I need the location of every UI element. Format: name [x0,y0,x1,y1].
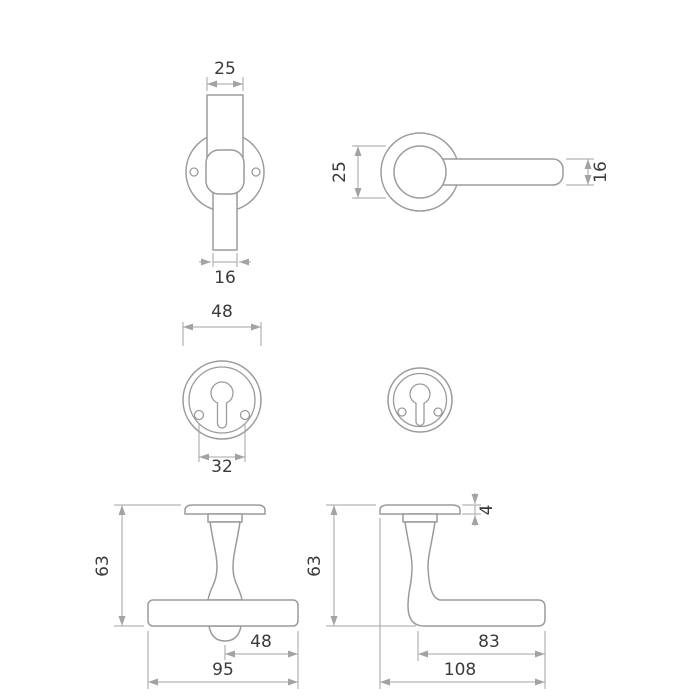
grip-bar [147,599,299,627]
dimension-label: 63 [93,555,113,577]
lever-handle-side-view: 4 63 83 108 [305,493,546,689]
neck-collar [207,513,243,523]
escutcheon-small-view [387,367,453,433]
dimension-label: 48 [250,632,272,652]
dimension-32-fixing-distance: 32 [198,423,246,477]
screw-hole [189,167,199,177]
grip-upper-bar [206,94,244,158]
dimension-16-stem-width: 16 [199,253,251,288]
screw-hole [239,409,251,421]
dimension-16-lever-thickness: 16 [566,158,611,186]
hub-bulge [208,625,242,642]
dimension-4-rose-thickness: 4 [462,493,497,526]
dimension-label: 83 [478,632,500,652]
dimension-label: 16 [214,268,236,288]
screw-hole [433,407,443,417]
euro-cylinder-keyhole [210,381,234,429]
lever-handle-front-view: 25 16 [330,132,611,212]
dimension-63-projection: 63 [93,504,181,627]
screw-hole [251,167,261,177]
dimension-95-grip-length: 95 [147,631,299,689]
handle-neck [207,521,243,601]
dimension-63-projection: 63 [305,504,416,627]
dimension-label: 4 [477,505,497,516]
screw-hole [397,407,407,417]
handle-hub [205,149,245,195]
rose-flange [379,504,461,515]
dimension-48-arm-length: 48 [224,632,298,660]
dimension-25-grip-width: 25 [206,59,244,91]
t-handle-side-view: 63 48 95 [93,504,299,689]
euro-cylinder-keyhole [409,383,431,427]
neck-collar [402,513,438,523]
lever-collar [393,145,447,199]
dimension-label: 108 [444,660,476,680]
dimension-label: 48 [211,302,233,322]
dimension-label: 63 [305,555,325,577]
screw-hole [193,409,205,421]
dimension-25-rose: 25 [330,145,386,199]
rose-flange [184,504,266,515]
dimension-label: 16 [591,161,611,183]
dimension-108-total-length: 108 [379,518,546,689]
t-handle-front-view: 25 16 [185,59,265,288]
escutcheon-large-view: 48 32 [182,302,262,477]
dimension-83-grip-reach: 83 [417,631,545,661]
dimension-label: 95 [212,660,234,680]
dimension-label: 25 [214,59,236,79]
dimension-label: 25 [330,161,350,183]
lever-neck-and-arm [404,521,546,627]
dimension-48-outer-diameter: 48 [182,302,262,346]
grip-lower-stem [212,187,238,251]
dimension-label: 32 [211,457,233,477]
